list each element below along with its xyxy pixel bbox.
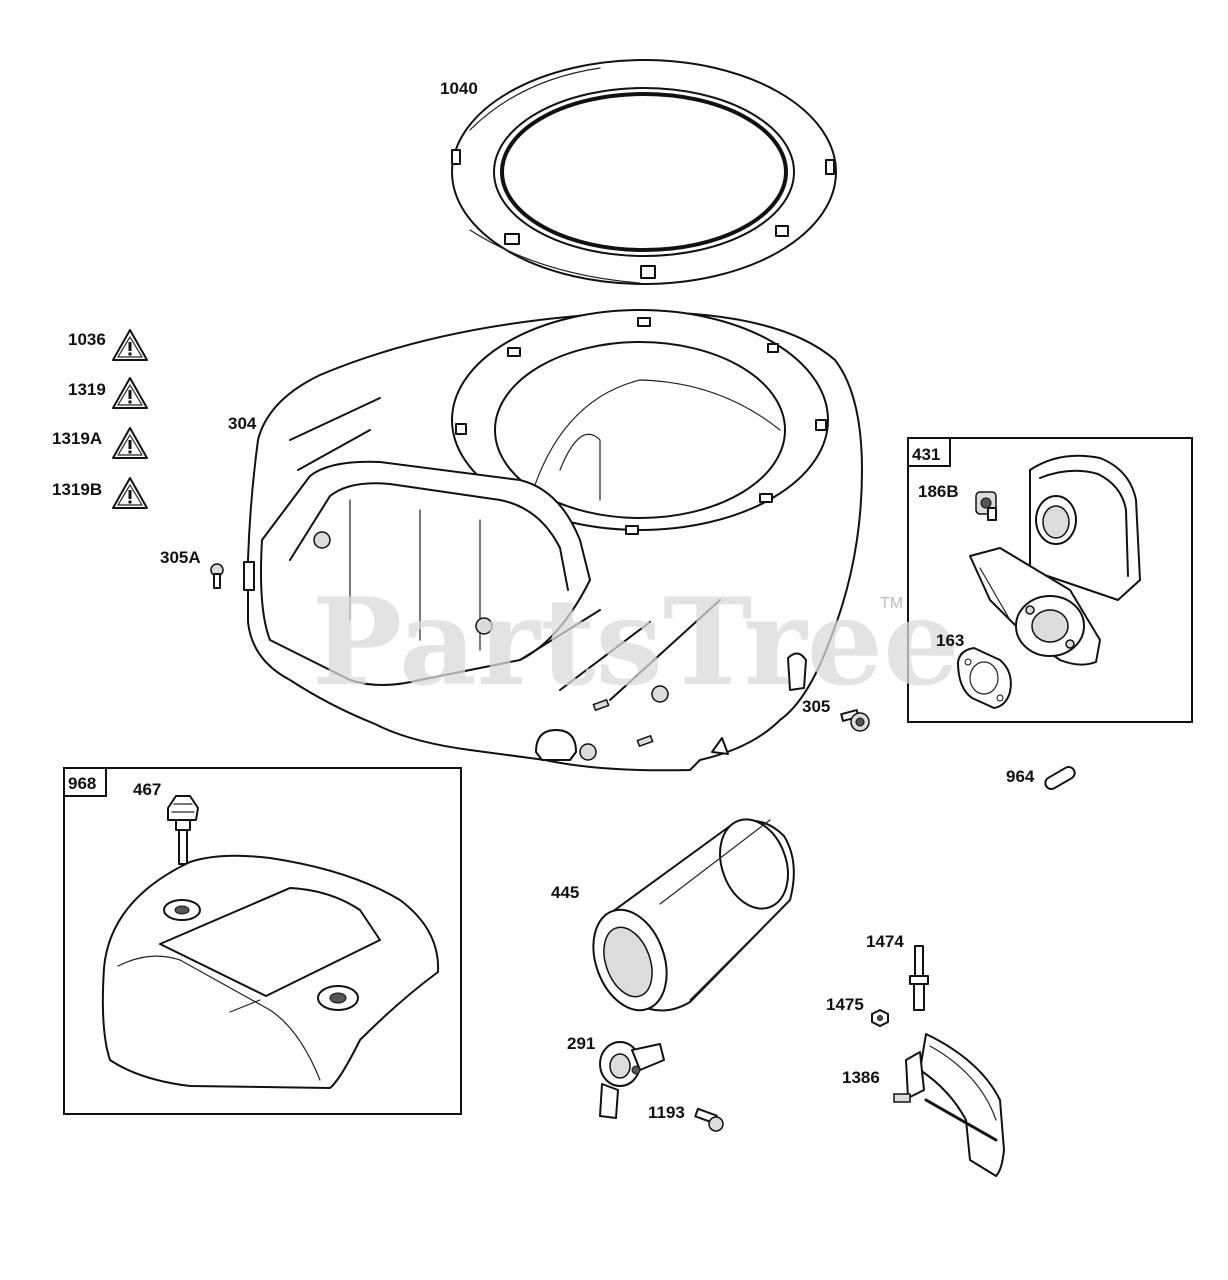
warning-labels-group bbox=[112, 329, 148, 509]
warning-label-1036[interactable] bbox=[112, 329, 148, 361]
label-305[interactable]: 305 bbox=[802, 697, 830, 716]
label-1040[interactable]: 1040 bbox=[440, 79, 478, 98]
part-186b-fitting[interactable] bbox=[975, 491, 997, 521]
label-968[interactable]: 968 bbox=[68, 774, 96, 793]
label-1193[interactable]: 1193 bbox=[648, 1103, 685, 1122]
label-305a[interactable]: 305A bbox=[160, 548, 201, 567]
part-304-blower-housing[interactable] bbox=[243, 309, 863, 772]
part-305-bolt[interactable] bbox=[840, 709, 870, 732]
watermark-text: PartsTree bbox=[312, 572, 959, 713]
label-964[interactable]: 964 bbox=[1006, 767, 1035, 786]
part-labels: 1040 1036 1319 1319A 1319B 304 305A 431 … bbox=[52, 79, 1035, 1122]
part-1193-screw[interactable] bbox=[694, 1107, 724, 1132]
label-291[interactable]: 291 bbox=[567, 1034, 595, 1053]
part-1040-ring[interactable] bbox=[451, 59, 837, 285]
label-1474[interactable]: 1474 bbox=[866, 932, 904, 951]
label-1386[interactable]: 1386 bbox=[842, 1068, 880, 1087]
warning-label-1319b[interactable] bbox=[112, 477, 148, 509]
label-431[interactable]: 431 bbox=[912, 445, 940, 464]
box-968 bbox=[63, 767, 462, 1115]
label-1036[interactable]: 1036 bbox=[68, 330, 106, 349]
watermark-trademark: TM bbox=[880, 595, 903, 612]
part-968-cover[interactable] bbox=[101, 854, 440, 1089]
label-1319[interactable]: 1319 bbox=[68, 380, 106, 399]
box-431 bbox=[907, 437, 1193, 723]
part-964-pin[interactable] bbox=[1043, 765, 1077, 791]
part-163-gasket[interactable] bbox=[957, 647, 1012, 709]
warning-label-1319[interactable] bbox=[112, 377, 148, 409]
label-1319b[interactable]: 1319B bbox=[52, 480, 102, 499]
part-445-filter-cartridge[interactable] bbox=[580, 810, 800, 1021]
label-163[interactable]: 163 bbox=[936, 631, 964, 650]
label-186b[interactable]: 186B bbox=[918, 482, 959, 501]
part-291-bracket[interactable] bbox=[599, 1041, 665, 1119]
warning-label-1319a[interactable] bbox=[112, 427, 148, 459]
label-1319a[interactable]: 1319A bbox=[52, 429, 102, 448]
part-431-air-cleaner-base[interactable] bbox=[969, 454, 1141, 666]
part-467-knob[interactable] bbox=[167, 795, 199, 865]
watermark: PartsTree TM bbox=[312, 572, 959, 713]
part-1474-stud[interactable] bbox=[909, 945, 929, 1011]
label-304[interactable]: 304 bbox=[228, 414, 257, 433]
part-1475-nut[interactable] bbox=[871, 1009, 889, 1027]
label-445[interactable]: 445 bbox=[551, 883, 579, 902]
part-1386-deflector[interactable] bbox=[893, 1033, 1005, 1177]
part-305a-screw[interactable] bbox=[210, 563, 224, 589]
label-1475[interactable]: 1475 bbox=[826, 995, 864, 1014]
label-467[interactable]: 467 bbox=[133, 780, 161, 799]
